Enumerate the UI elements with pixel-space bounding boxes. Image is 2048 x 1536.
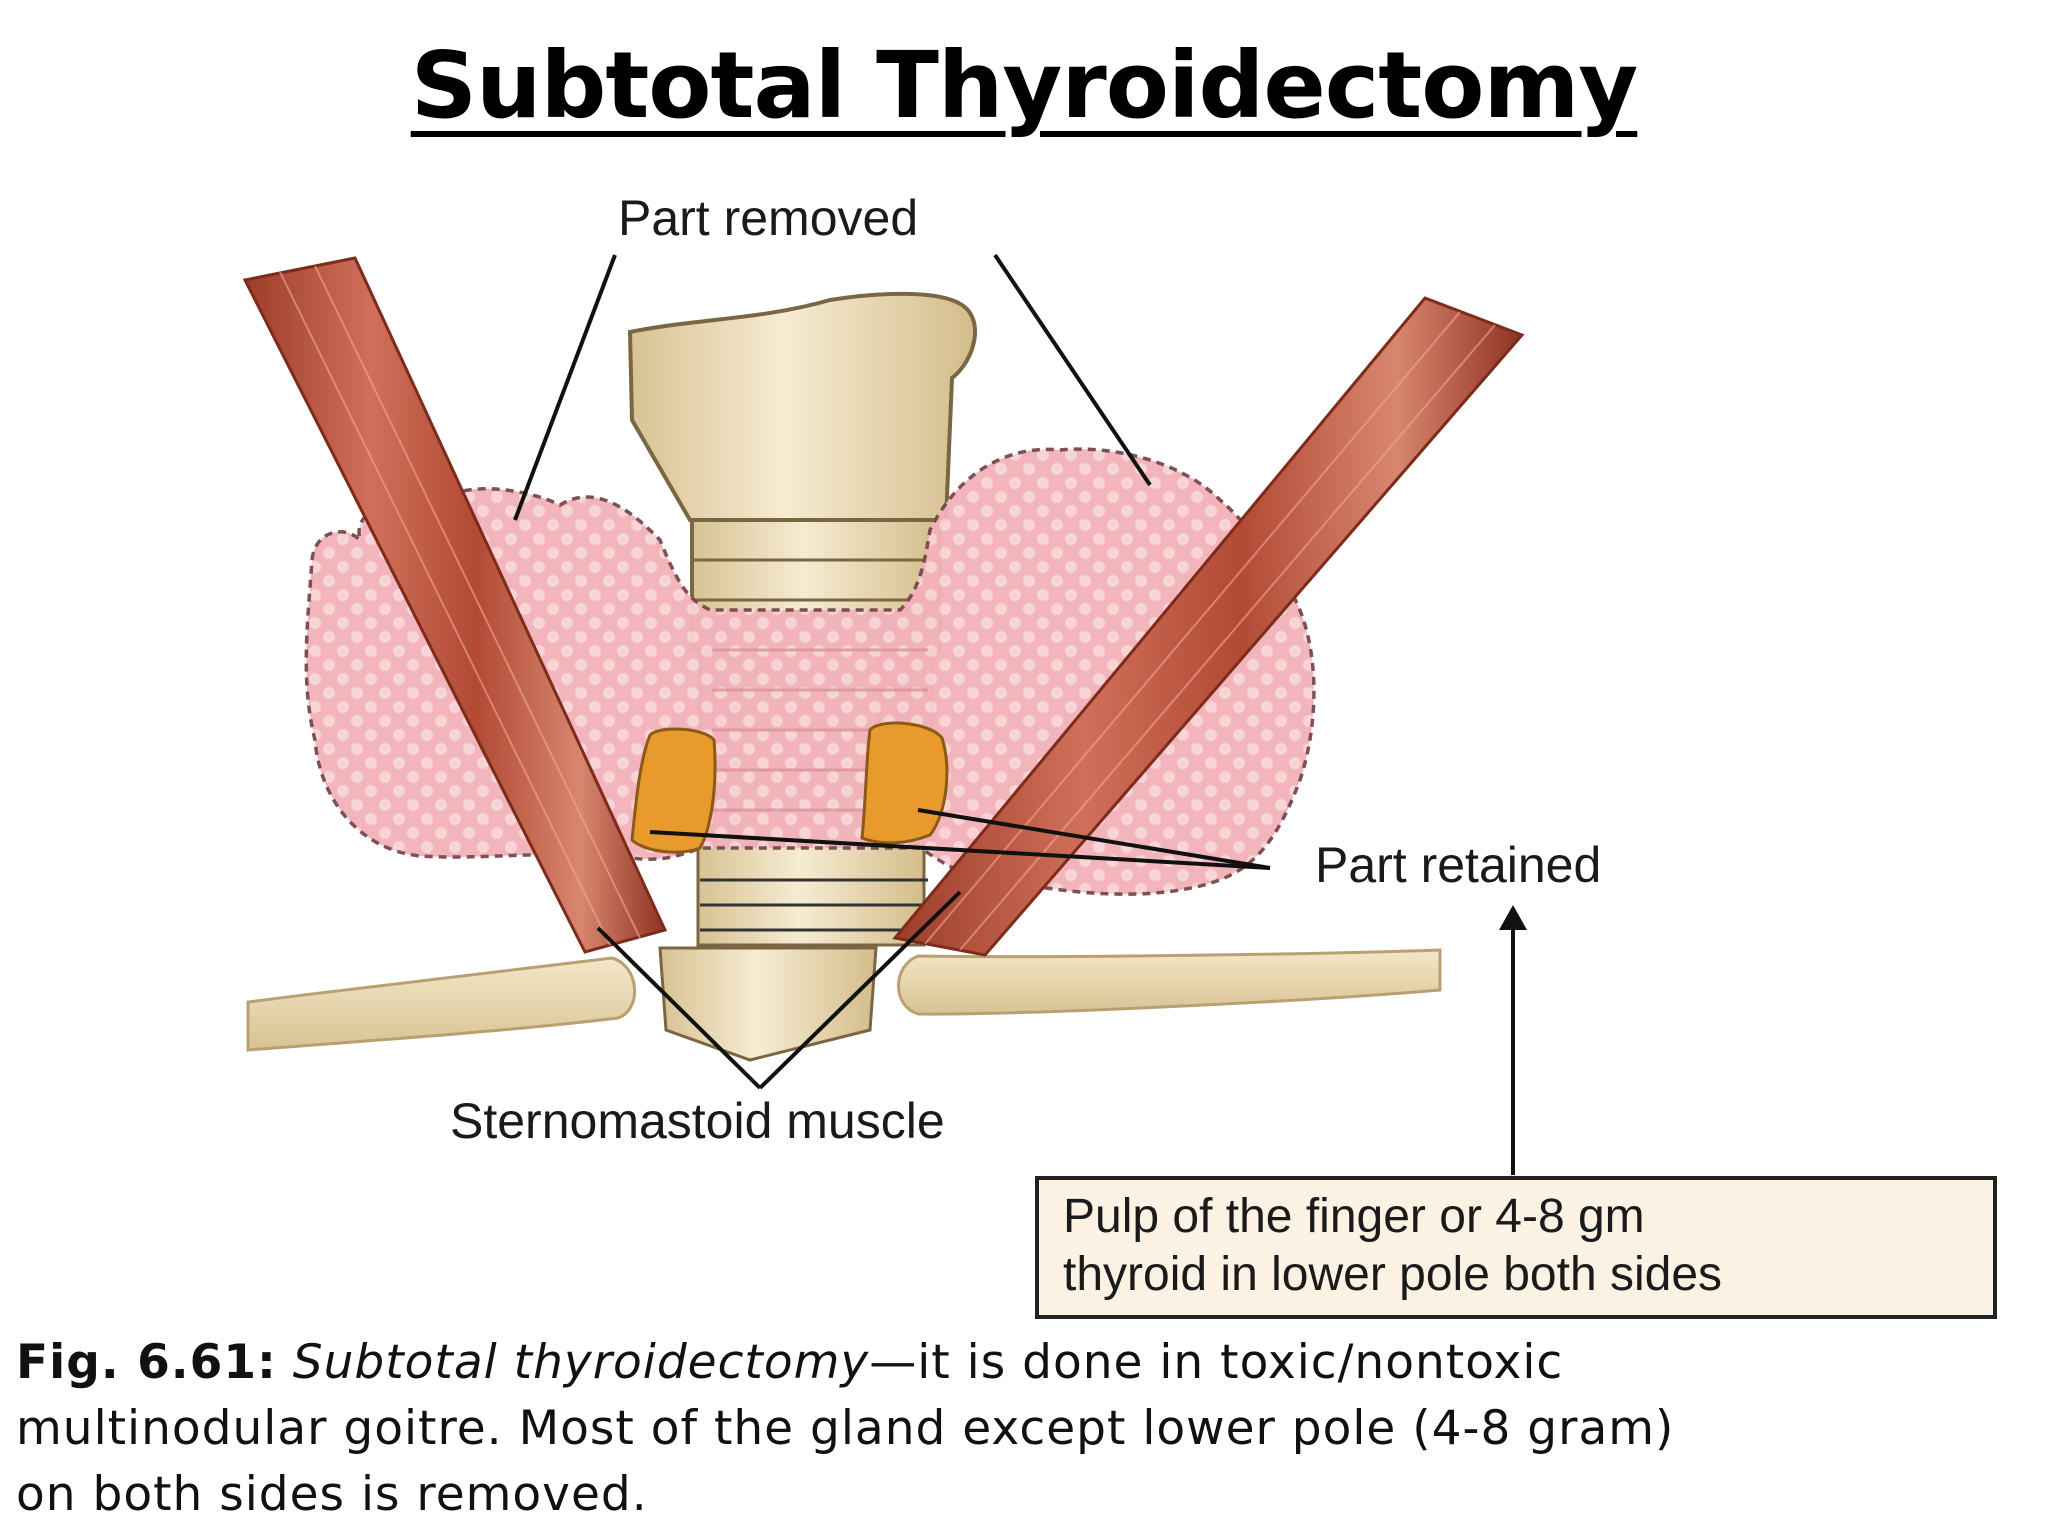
caption-fig-number: Fig. 6.61:	[16, 1335, 277, 1390]
left-clavicle	[246, 956, 636, 1052]
figure-caption: Fig. 6.61: Subtotal thyroidectomy—it is …	[16, 1330, 2026, 1528]
slide-title: Subtotal Thyroidectomy	[0, 40, 2048, 132]
right-clavicle	[897, 948, 1442, 1016]
note-line-2: thyroid in lower pole both sides	[1063, 1248, 1722, 1301]
sternomastoid-left	[242, 256, 668, 954]
caption-line-1-rest: —it is done in toxic/nontoxic	[869, 1335, 1564, 1390]
retained-pole-left	[630, 727, 717, 854]
caption-line-1: Fig. 6.61: Subtotal thyroidectomy—it is …	[16, 1330, 2026, 1396]
retained-pole-right	[860, 721, 949, 845]
label-part-removed: Part removed	[618, 190, 918, 246]
label-part-retained: Part retained	[1315, 837, 1601, 893]
note-line-1: Pulp of the finger or 4-8 gm	[1063, 1190, 1645, 1243]
sternomastoid-right	[892, 296, 1525, 957]
caption-line-2: multinodular goitre. Most of the gland e…	[16, 1401, 1675, 1456]
arrow-head	[1499, 905, 1527, 930]
caption-line-3: on both sides is removed.	[16, 1467, 648, 1522]
caption-italic-term: Subtotal thyroidectomy	[292, 1335, 870, 1390]
slide-title-text: Subtotal Thyroidectomy	[410, 32, 1639, 139]
thyroidectomy-diagram: Part removed Part retained Sternomastoid…	[242, 190, 1997, 1319]
note-box	[1035, 1176, 1997, 1319]
leader-lines	[513, 253, 1515, 1175]
label-sternomastoid: Sternomastoid muscle	[450, 1093, 945, 1149]
